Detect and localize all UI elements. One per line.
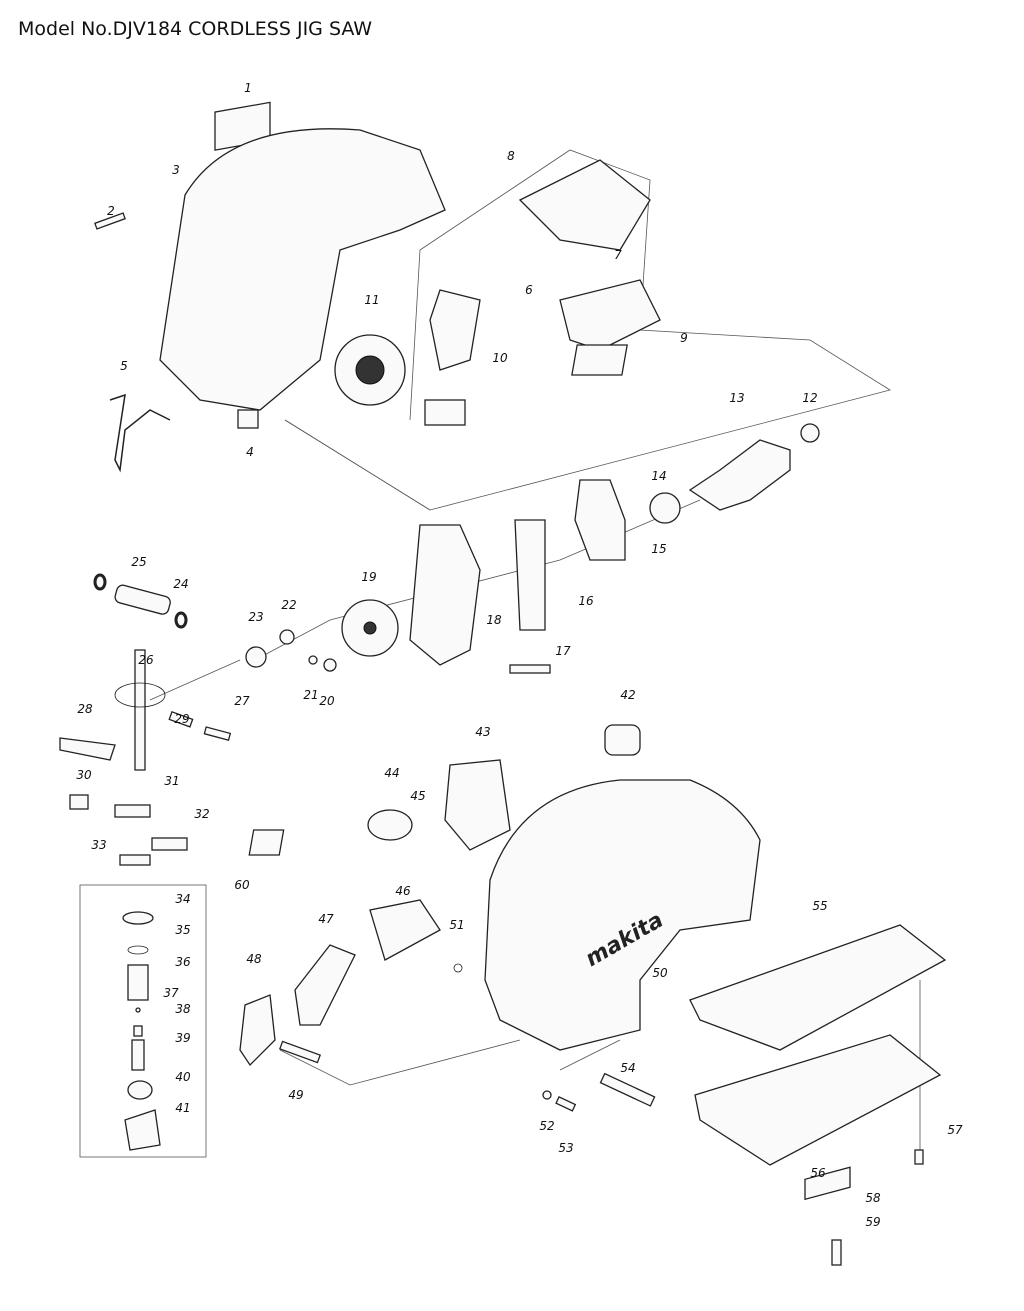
part-number-34: 34	[175, 892, 190, 906]
part-number-labels: 1234567891011121314151617181920212223242…	[76, 81, 963, 1229]
part-number-12: 12	[802, 391, 817, 405]
part-number-7: 7	[614, 248, 622, 262]
part-number-40: 40	[175, 1070, 191, 1084]
part-number-16: 16	[578, 594, 594, 608]
part-number-2: 2	[107, 204, 115, 218]
part-number-29: 29	[174, 712, 189, 726]
part-number-21: 21	[303, 688, 318, 702]
part-number-32: 32	[194, 807, 209, 821]
part-number-47: 47	[318, 912, 334, 926]
part-number-37: 37	[163, 986, 179, 1000]
part-number-9: 9	[680, 331, 688, 345]
part-number-31: 31	[164, 774, 179, 788]
part-shapes: makita	[59, 101, 947, 1266]
part-number-15: 15	[651, 542, 666, 556]
part-number-57: 57	[947, 1123, 963, 1137]
part-number-23: 23	[248, 610, 263, 624]
part-number-36: 36	[175, 955, 191, 969]
housing-half	[159, 128, 446, 411]
part-number-39: 39	[175, 1031, 190, 1045]
part-number-3: 3	[172, 163, 180, 177]
part-number-28: 28	[77, 702, 93, 716]
part-number-33: 33	[91, 838, 106, 852]
part-number-58: 58	[865, 1191, 881, 1205]
diagram-title: Model No.DJV184 CORDLESS JIG SAW	[18, 18, 373, 40]
part-number-56: 56	[810, 1166, 826, 1180]
part-number-51: 51	[449, 918, 464, 932]
base	[689, 924, 947, 1051]
part-number-59: 59	[865, 1215, 880, 1229]
battery-terminal-cover	[518, 159, 651, 251]
part-number-44: 44	[384, 766, 399, 780]
part-number-52: 52	[539, 1119, 554, 1133]
part-number-46: 46	[395, 884, 411, 898]
part-number-26: 26	[138, 653, 154, 667]
part-number-24: 24	[173, 577, 188, 591]
part-number-17: 17	[555, 644, 571, 658]
part-number-14: 14	[651, 469, 666, 483]
main-body	[484, 779, 761, 1051]
part-number-18: 18	[486, 613, 502, 627]
part-number-42: 42	[620, 688, 635, 702]
part-number-1: 1	[244, 81, 252, 95]
part-number-43: 43	[475, 725, 490, 739]
part-number-30: 30	[76, 768, 92, 782]
part-number-27: 27	[234, 694, 250, 708]
base-plate	[694, 1034, 942, 1166]
part-number-20: 20	[319, 694, 335, 708]
screw-2	[94, 212, 126, 230]
part-number-38: 38	[175, 1002, 191, 1016]
plunger	[134, 649, 146, 771]
part-number-5: 5	[120, 359, 128, 373]
part-number-11: 11	[364, 293, 379, 307]
part-number-10: 10	[492, 351, 508, 365]
part-number-41: 41	[175, 1101, 190, 1115]
terminal-7	[559, 279, 661, 351]
part-number-8: 8	[507, 149, 515, 163]
part-number-48: 48	[246, 952, 262, 966]
part-number-25: 25	[131, 555, 146, 569]
part-number-55: 55	[812, 899, 827, 913]
part-number-53: 53	[558, 1141, 573, 1155]
part-number-22: 22	[281, 598, 296, 612]
part-number-60: 60	[234, 878, 250, 892]
part-number-35: 35	[175, 923, 190, 937]
part-number-6: 6	[525, 283, 533, 297]
part-number-45: 45	[410, 789, 425, 803]
part-number-19: 19	[361, 570, 376, 584]
part-number-54: 54	[620, 1061, 635, 1075]
part-number-49: 49	[288, 1088, 303, 1102]
part-number-50: 50	[652, 966, 668, 980]
armature	[688, 439, 791, 511]
part-number-4: 4	[246, 445, 254, 459]
part-number-13: 13	[729, 391, 744, 405]
